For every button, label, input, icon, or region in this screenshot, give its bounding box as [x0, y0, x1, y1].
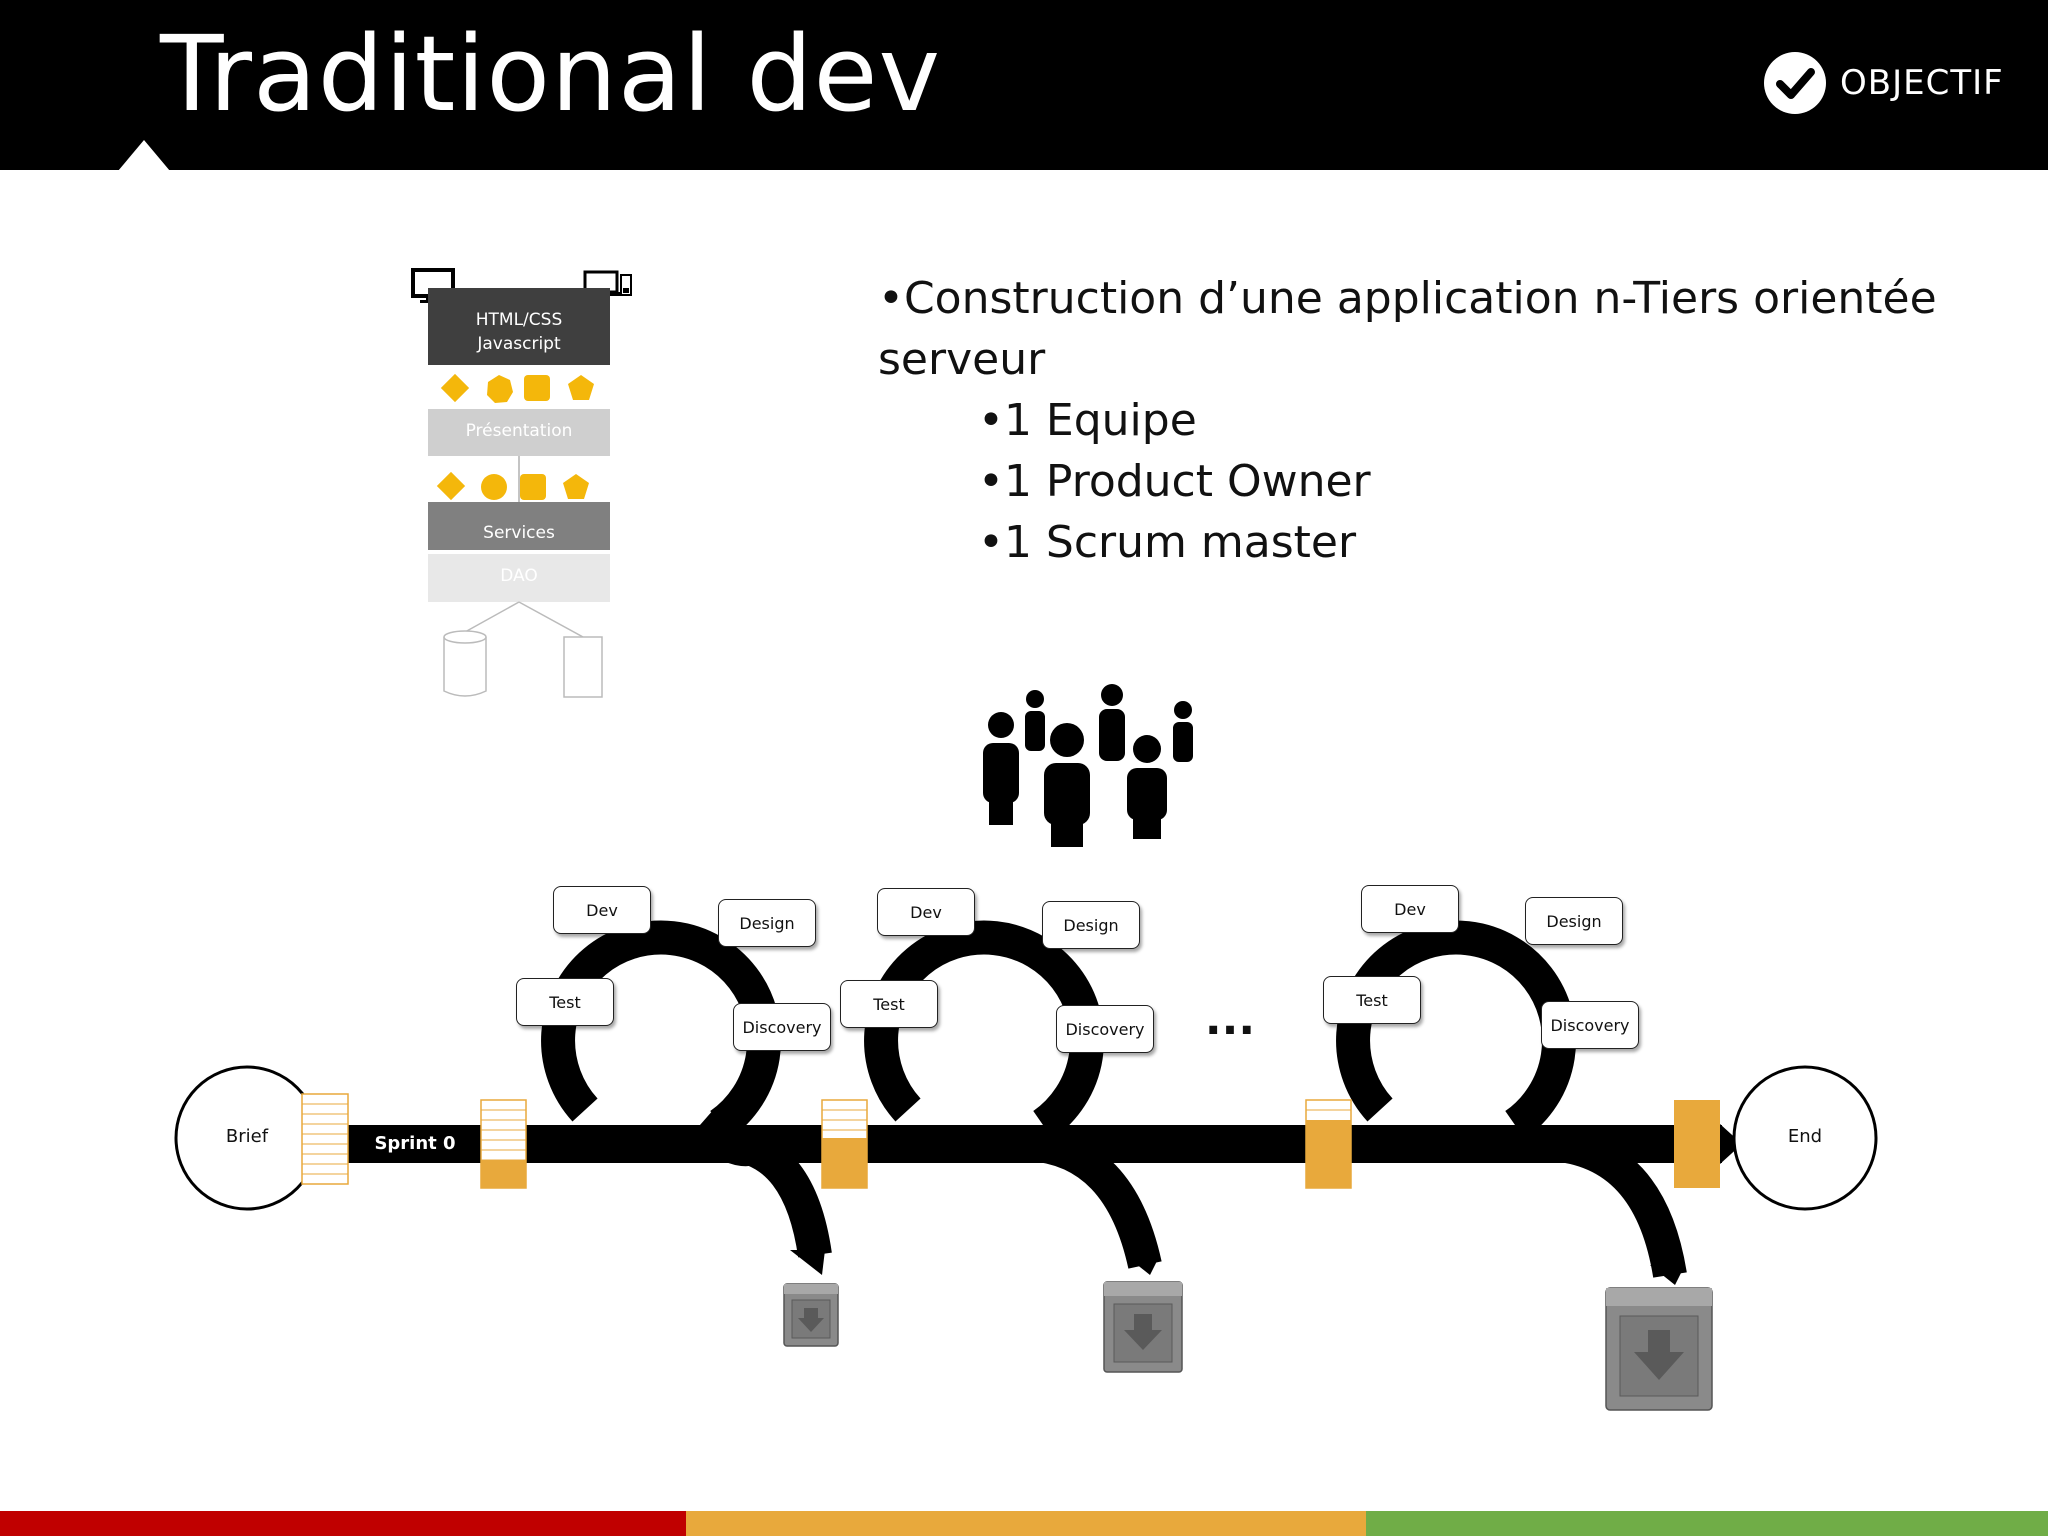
cycle3-dev-box: Dev	[1361, 885, 1459, 933]
cycle3-discovery-box: Discovery	[1541, 1001, 1639, 1049]
javascript-label: Javascript	[477, 334, 561, 354]
slide-title: Traditional dev	[160, 13, 942, 135]
dao-label: DAO	[500, 566, 538, 586]
brief-label: Brief	[225, 1126, 269, 1147]
bullet-team: •1 Equipe	[978, 395, 1197, 446]
header-bar: Traditional dev OBJECTIF	[0, 0, 2048, 171]
timeline-track	[348, 920, 1722, 1278]
dao-layer	[428, 554, 610, 602]
html-css-label: HTML/CSS	[475, 310, 563, 330]
backlog-stack-3	[821, 1099, 868, 1189]
cycle1-test-box: Test	[516, 978, 614, 1026]
logo-text: OBJECTIF	[1840, 63, 2004, 103]
bullet-list: •Construction d’une application n-Tiers …	[878, 268, 2008, 573]
sprint0-label: Sprint 0	[374, 1133, 456, 1154]
delivery-box-icon-1	[783, 1283, 839, 1347]
footer-bar-red	[0, 1511, 686, 1536]
bullet-main: •Construction d’une application n-Tiers …	[878, 273, 1937, 385]
cycle3-test-box: Test	[1323, 976, 1421, 1024]
services-label: Services	[483, 523, 555, 543]
header-notch	[118, 140, 170, 171]
backlog-stack-2	[480, 1099, 527, 1189]
footer-bar-orange	[686, 1511, 1366, 1536]
footer-bar-green	[1366, 1511, 2048, 1536]
cycle2-dev-box: Dev	[877, 888, 975, 936]
bullet-scrum-master: •1 Scrum master	[978, 517, 1357, 568]
database-icons	[443, 601, 603, 698]
backlog-stack-5	[1674, 1100, 1720, 1188]
cycle3-design-box: Design	[1525, 897, 1623, 945]
end-label: End	[1787, 1126, 1823, 1147]
presentation-layer	[428, 409, 610, 456]
backlog-stack-1	[301, 1093, 349, 1185]
cycle1-discovery-box: Discovery	[733, 1003, 831, 1051]
component-shapes-row-2	[436, 471, 589, 501]
cycle2-design-box: Design	[1042, 901, 1140, 949]
cycle2-discovery-box: Discovery	[1056, 1005, 1154, 1053]
cycle1-design-box: Design	[718, 899, 816, 947]
delivery-box-icon-2	[1103, 1281, 1183, 1373]
cycle1-dev-box: Dev	[553, 886, 651, 934]
ellipsis-label: ...	[1204, 994, 1256, 1045]
cycle2-test-box: Test	[840, 980, 938, 1028]
backlog-stack-4	[1305, 1099, 1352, 1189]
services-layer	[428, 502, 610, 550]
end-circle	[1732, 1065, 1878, 1211]
html-css-layer	[428, 288, 610, 365]
check-circle-icon	[1764, 52, 1826, 114]
delivery-box-icon-3	[1605, 1287, 1713, 1411]
team-people-icon	[983, 684, 1193, 847]
objectif-logo: OBJECTIF	[1762, 48, 2004, 118]
component-shapes-row-1	[440, 373, 594, 403]
presentation-label: Présentation	[465, 421, 573, 441]
bullet-product-owner: •1 Product Owner	[978, 456, 1371, 507]
timeline-arrowhead	[1720, 1124, 1742, 1164]
